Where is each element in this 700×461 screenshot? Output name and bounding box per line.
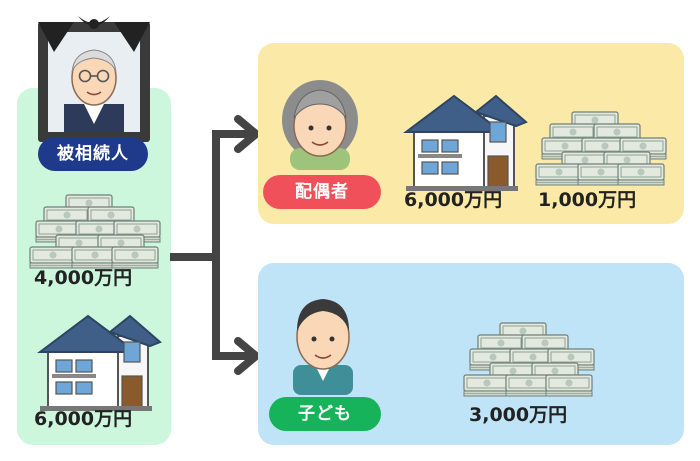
deceased-house-amount: 6,000万円 xyxy=(34,408,133,430)
child-cash-icon xyxy=(470,323,595,398)
spouse-house-icon xyxy=(405,95,527,192)
child-cash-amount: 3,000万円 xyxy=(469,404,568,426)
spouse-house-amount: 6,000万円 xyxy=(404,189,503,211)
spouse-avatar-icon xyxy=(282,80,358,170)
deceased-portrait-icon xyxy=(38,16,150,142)
spouse-cash-icon xyxy=(542,112,667,187)
spouse-cash-amount: 1,000万円 xyxy=(538,189,637,211)
child-label: 子ども xyxy=(269,397,381,431)
spouse-label: 配偶者 xyxy=(263,175,381,209)
child-avatar-icon xyxy=(293,299,353,395)
deceased-cash-amount: 4,000万円 xyxy=(34,267,133,289)
deceased-label: 被相続人 xyxy=(38,137,148,171)
